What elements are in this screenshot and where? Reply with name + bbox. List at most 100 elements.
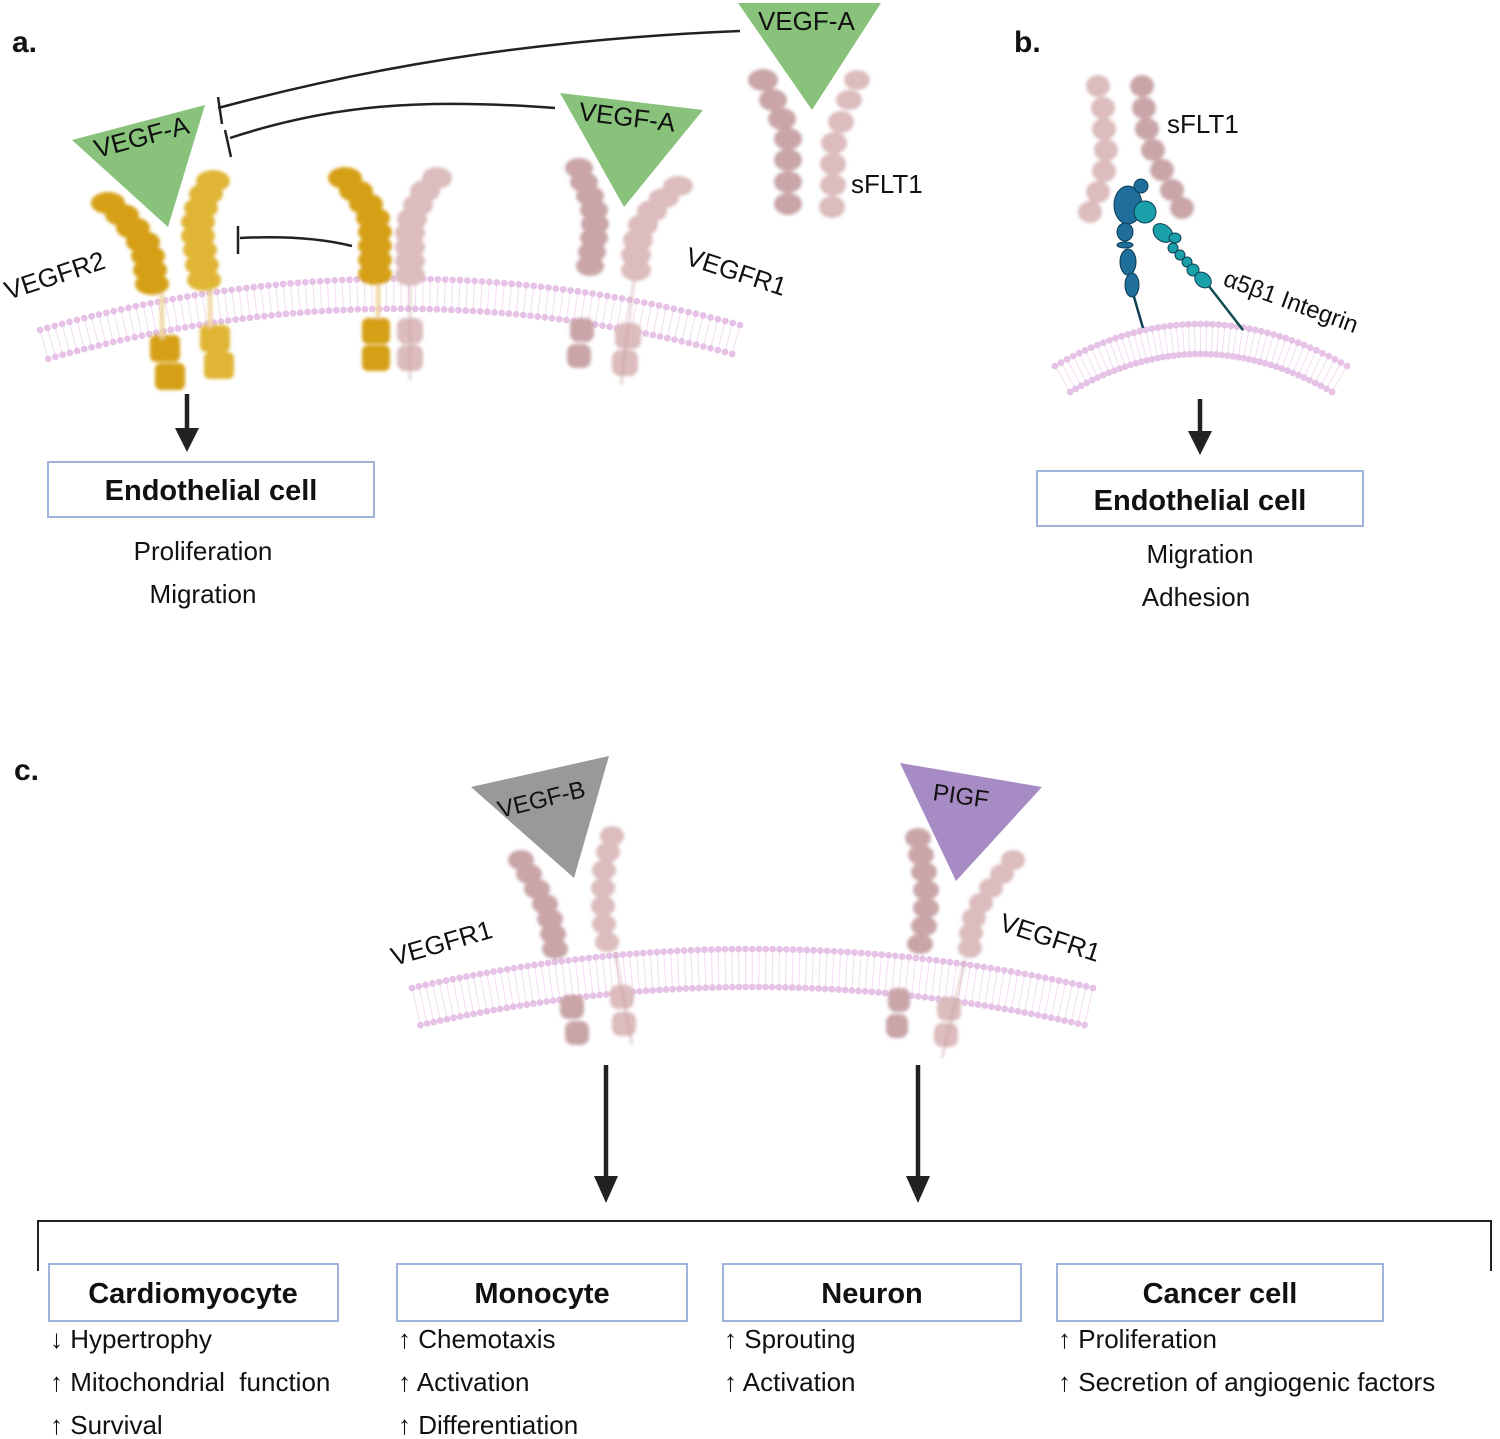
lipid-tail (1060, 362, 1077, 390)
lipid-head (66, 349, 74, 357)
lipid-head (456, 1013, 464, 1020)
lipid-head (531, 961, 538, 969)
lipid-head (981, 1002, 989, 1010)
lipid-head (483, 1007, 491, 1015)
lipid-head (646, 949, 654, 956)
lipid-tail (547, 962, 554, 1001)
lipid-head (1343, 362, 1351, 370)
lipid-head (449, 975, 457, 983)
lipid-head (1306, 344, 1314, 352)
lipid-head (1130, 329, 1138, 337)
lipid-head (633, 297, 641, 305)
lipid-head (795, 984, 803, 992)
lipid-head (109, 338, 117, 346)
lipid-head (552, 285, 560, 292)
lipid-head (815, 985, 823, 992)
lipid-head (662, 303, 670, 311)
lipid-head (239, 315, 247, 323)
lipid-head (224, 317, 232, 324)
target-neuron: Neuron ↑ Sprouting ↑ Activation (722, 1263, 1022, 1397)
lipid-head (1093, 341, 1101, 349)
lipid-tail (282, 284, 287, 314)
lipid-tail (411, 987, 421, 1026)
lipid-head (1148, 355, 1156, 363)
lipid-tail (1193, 324, 1196, 355)
lipid-head (318, 307, 326, 315)
vegfr1-receptor (565, 158, 693, 386)
lipid-head (1021, 970, 1029, 978)
lipid-head (1223, 352, 1231, 360)
lipid-head (1270, 331, 1278, 338)
lipid-head (1021, 1009, 1029, 1016)
lipid-head (1181, 351, 1188, 358)
lipid-head (510, 964, 518, 972)
effect-item: ↑ Survival (50, 1410, 163, 1439)
lipid-tail (931, 960, 937, 999)
lipid-head (1306, 376, 1314, 384)
lipid-head (1105, 369, 1113, 377)
lipid-tail (659, 307, 667, 337)
lipid-head (649, 987, 657, 994)
lipid-head (496, 1005, 504, 1013)
lipid-tail (472, 280, 476, 311)
lipid-tail (223, 290, 229, 321)
lipid-head (707, 946, 715, 953)
lipid-tail (253, 287, 258, 317)
lipid-head (449, 276, 457, 284)
lipid-tail (688, 313, 697, 344)
lipid-tail (194, 295, 201, 326)
lipid-head (821, 985, 829, 993)
lipid-head (59, 351, 67, 359)
lipid-head (1069, 352, 1077, 360)
lipid-tail (844, 952, 849, 991)
lipid-tail (917, 958, 924, 997)
lipid-head (801, 984, 809, 992)
lipid-head (139, 301, 147, 309)
lipid-head (680, 947, 688, 954)
lipid-tail (649, 952, 654, 991)
lipid-tail (544, 287, 549, 318)
lipid-tail (683, 950, 687, 989)
lipid-tail (784, 949, 787, 988)
endothelial-cell-title: Endothelial cell (105, 475, 318, 507)
lipid-tail (1175, 325, 1180, 356)
lipid-head (483, 969, 491, 977)
lipid-tail (676, 950, 680, 989)
vegfr1-label: VEGFR1 (682, 241, 790, 302)
lipid-head (1069, 980, 1076, 987)
lipid-tail (1057, 981, 1067, 1020)
lipid-head (58, 320, 66, 328)
lipid-head (1295, 371, 1302, 379)
target-title: Monocyte (474, 1278, 609, 1310)
lipid-head (891, 952, 899, 960)
lipid-head (124, 335, 131, 343)
lipid-head (430, 1018, 438, 1026)
lipid-tail (501, 283, 505, 314)
lipid-head (808, 984, 816, 992)
lipid-head (354, 306, 362, 313)
lipid-head (260, 312, 268, 320)
lipid-head (663, 334, 671, 342)
lipid-head (946, 958, 954, 966)
lipid-head (1132, 359, 1140, 367)
effect-item: ↓ Hypertrophy (50, 1324, 212, 1354)
lipid-tail (1102, 342, 1115, 371)
lipid-head (390, 305, 398, 313)
lipid-head (191, 291, 199, 299)
lipid-head (117, 306, 125, 313)
lipid-head (332, 306, 340, 314)
lipid-tail (656, 952, 660, 991)
lipid-tail (472, 975, 481, 1013)
lipid-head (558, 957, 566, 965)
lipid-tail (1216, 324, 1220, 355)
lipid-head (987, 964, 995, 972)
lipid-head (1007, 1006, 1015, 1014)
lipid-head (516, 1002, 524, 1010)
lipid-tail (937, 961, 944, 999)
lipid-tail (695, 315, 704, 345)
lipid-tail (554, 962, 561, 1000)
lipid-head (1323, 385, 1330, 393)
lipid-head (88, 343, 95, 351)
lipid-tail (565, 290, 572, 321)
lipid-head (411, 305, 419, 313)
